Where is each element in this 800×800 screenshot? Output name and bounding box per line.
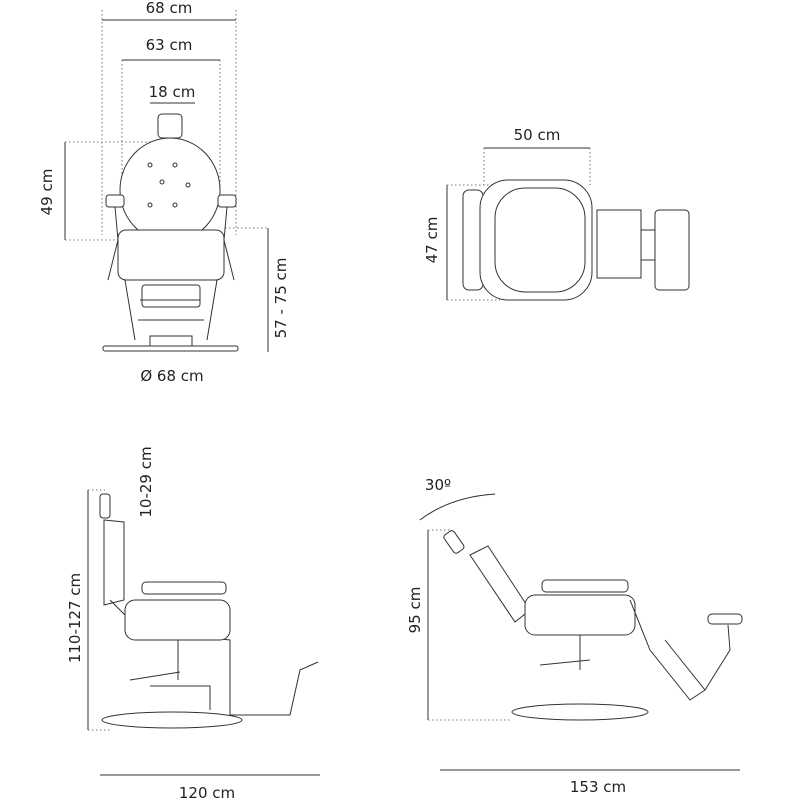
backrest-reclined bbox=[469, 545, 531, 623]
column-reclined bbox=[539, 635, 591, 670]
base-plate bbox=[102, 345, 239, 352]
base-side bbox=[101, 711, 243, 729]
reclined-view: 30º 95 cm 153 cm bbox=[406, 476, 743, 796]
pump-lever-side bbox=[129, 671, 211, 710]
foot-support-reclined bbox=[704, 624, 731, 691]
footrest-top bbox=[596, 209, 642, 279]
top-view: 50 cm 47 cm bbox=[423, 126, 690, 301]
dimension-label-total-length: 120 cm bbox=[179, 784, 235, 800]
headrest bbox=[157, 113, 183, 139]
pedestal-frame bbox=[124, 279, 218, 341]
dimension-label-headrest: 18 cm bbox=[149, 83, 196, 101]
seat bbox=[117, 229, 225, 281]
dimension-label-headrest-adjust: 10-29 cm bbox=[137, 446, 155, 517]
recline-angle-arc bbox=[419, 493, 496, 521]
dimension-label-seat-height: 57 - 75 cm bbox=[272, 258, 290, 339]
seat-reclined bbox=[524, 594, 636, 636]
dimension-label-backrest: 49 cm bbox=[38, 169, 56, 216]
column-side bbox=[164, 639, 192, 680]
dimension-label-reclined-length: 153 cm bbox=[570, 778, 626, 796]
headrest-reclined bbox=[443, 530, 465, 554]
dimension-label-seat-depth: 47 cm bbox=[423, 217, 441, 264]
dimension-label-width-inner: 63 cm bbox=[146, 36, 193, 54]
backrest-side bbox=[103, 519, 125, 606]
dimension-label-width-outer: 68 cm bbox=[146, 0, 193, 17]
dimension-label-total-height: 110-127 cm bbox=[66, 573, 84, 663]
base-reclined bbox=[511, 703, 649, 721]
footrest bbox=[141, 284, 201, 308]
backrest-round bbox=[119, 137, 221, 243]
dimension-label-reclined-height: 95 cm bbox=[406, 587, 424, 634]
dimension-label-base: Ø 68 cm bbox=[140, 367, 203, 385]
foot-plate-top bbox=[654, 209, 690, 291]
armrest-left bbox=[105, 194, 125, 208]
armrest-right bbox=[217, 194, 237, 208]
seat-cushion-top bbox=[494, 187, 586, 293]
seat-side bbox=[124, 599, 231, 641]
foot-plate-reclined bbox=[707, 613, 743, 625]
armrest-reclined bbox=[541, 579, 629, 593]
side-view: 10-29 cm 110-127 cm 120 cm bbox=[66, 446, 320, 800]
pedestal bbox=[149, 335, 193, 347]
armrest-side bbox=[141, 581, 227, 595]
footrest-side bbox=[229, 661, 319, 716]
dimension-label-seat-width: 50 cm bbox=[514, 126, 561, 144]
footrest-connectors bbox=[641, 229, 655, 261]
leg-rest-reclined bbox=[629, 599, 706, 701]
headrest-side bbox=[99, 493, 111, 519]
front-view: 68 cm 63 cm 18 cm 49 cm 57 - 75 cm Ø 68 … bbox=[38, 0, 290, 385]
backrest-buttons bbox=[147, 162, 191, 208]
dimension-label-recline-angle: 30º bbox=[425, 476, 451, 494]
